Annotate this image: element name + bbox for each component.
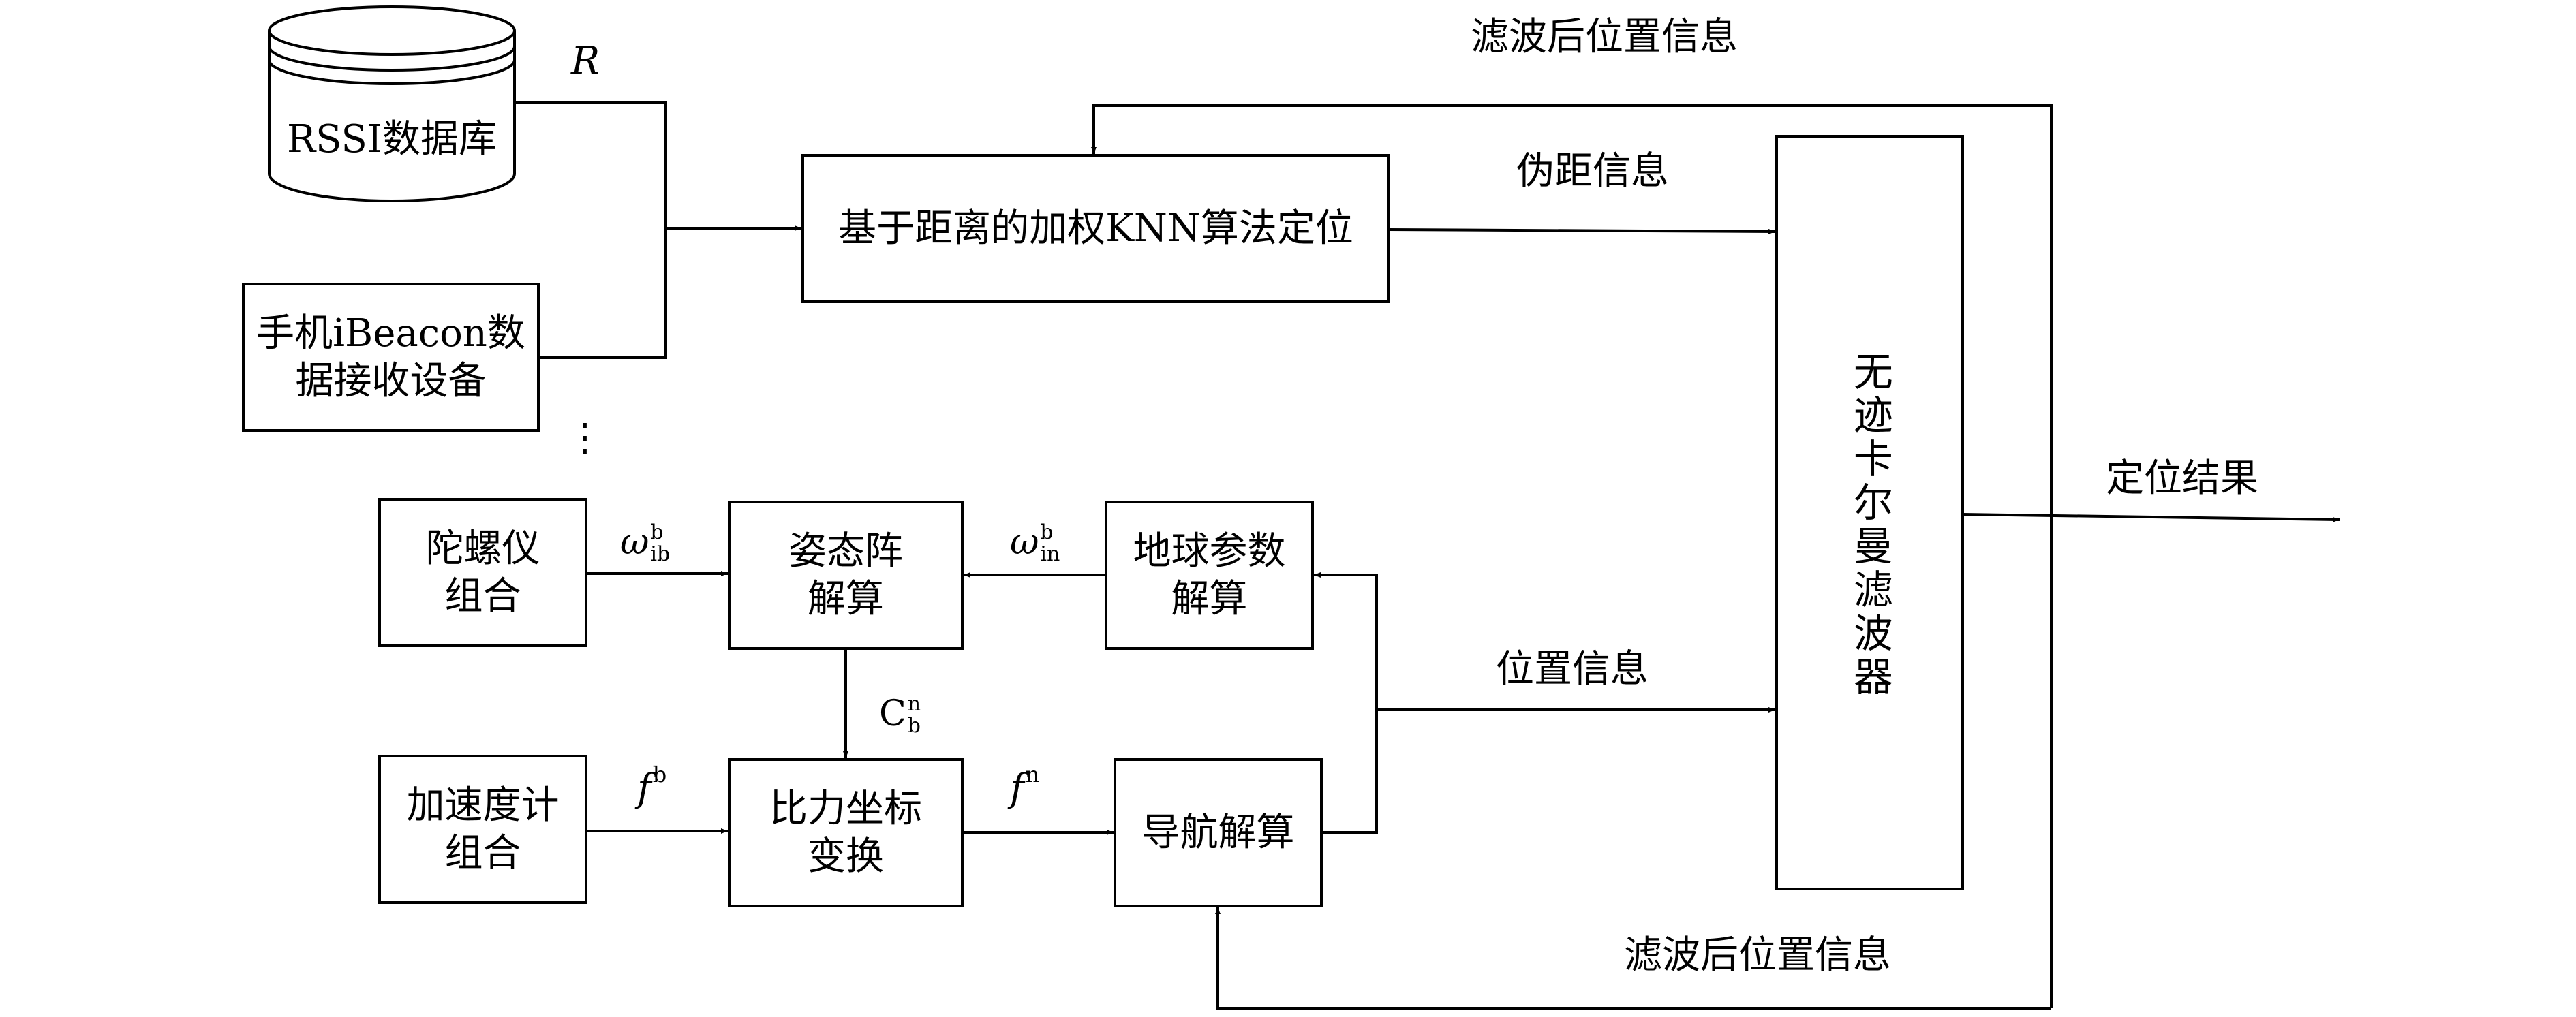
attitude-box	[728, 501, 964, 650]
accel-line2: 组合	[444, 830, 521, 875]
phone-receiver-line1: 手机iBeacon数	[256, 311, 525, 356]
omega-in-symbol: ω	[1010, 522, 1039, 563]
nav-label: 导航解算	[1115, 760, 1321, 906]
rssi-to-junction-line	[515, 101, 667, 228]
filtered-position-top-label: 滤波后位置信息	[1471, 15, 1738, 59]
gyro-line1: 陀螺仪	[425, 526, 540, 571]
f-b-sup: b	[652, 762, 667, 787]
earth-line2: 解算	[1171, 576, 1248, 621]
filtered-position-bottom-label: 滤波后位置信息	[1624, 933, 1891, 977]
c-matrix-sub: b	[907, 713, 921, 738]
rssi-database-label: RSSI数据库	[269, 95, 515, 184]
c-matrix-symbol: C	[879, 693, 906, 734]
rssi-database-cylinder	[268, 5, 516, 202]
ukf-text: 无迹卡尔曼滤波器	[1846, 351, 1893, 700]
force-box	[728, 758, 964, 907]
c-matrix-sup: n	[907, 692, 921, 716]
force-line2: 变换	[808, 834, 884, 879]
knn-to-ukf-arrow	[1388, 228, 1776, 234]
earth-line1: 地球参数	[1133, 529, 1286, 574]
rssi-database-text: RSSI数据库	[286, 117, 497, 161]
ukf-box	[1775, 135, 1964, 890]
omega-ib-sup: b	[650, 520, 664, 544]
phone-to-junction-line	[538, 228, 667, 359]
phone-receiver-label: 手机iBeacon数 据接收设备	[243, 284, 538, 431]
feedback-bottom-arrow	[1215, 907, 2051, 1010]
accel-box	[378, 755, 587, 904]
f-b-symbol: f	[637, 766, 651, 811]
accel-line1: 加速度计	[406, 783, 559, 828]
knn-label: 基于距离的加权KNN算法定位	[803, 155, 1389, 302]
force-label: 比力坐标 变换	[729, 760, 962, 906]
ellipsis-label: ⋮	[566, 416, 604, 460]
gyro-box	[378, 498, 587, 647]
f-n-symbol: f	[1010, 766, 1024, 811]
gyro-line2: 组合	[444, 574, 521, 619]
accel-label: 加速度计 组合	[380, 756, 586, 903]
omega-ib-symbol: ω	[620, 522, 649, 563]
feedback-top-arrow	[1091, 104, 2053, 154]
knn-box	[801, 154, 1390, 303]
pseudorange-label: 伪距信息	[1516, 149, 1669, 193]
phone-receiver-line2: 据接收设备	[295, 358, 487, 403]
gyro-label: 陀螺仪 组合	[380, 499, 586, 646]
r-label: R	[571, 39, 600, 83]
ukf-to-result-arrow	[1962, 513, 2340, 522]
earth-box	[1105, 501, 1314, 650]
attitude-line2: 解算	[808, 576, 884, 621]
omega-ib-sub: ib	[650, 542, 671, 566]
nav-text: 导航解算	[1141, 810, 1295, 855]
attitude-label: 姿态阵 解算	[729, 502, 962, 648]
nav-to-earth-arrow	[1314, 572, 1378, 834]
f-n-sup: n	[1025, 762, 1040, 787]
position-info-label: 位置信息	[1496, 647, 1649, 691]
knn-text: 基于距离的加权KNN算法定位	[838, 206, 1353, 251]
ukf-label: 无迹卡尔曼滤波器	[1777, 351, 1963, 700]
result-label: 定位结果	[2106, 456, 2258, 501]
earth-label: 地球参数 解算	[1106, 502, 1313, 648]
attitude-line1: 姿态阵	[788, 529, 903, 574]
f-b-label: fb	[637, 764, 666, 808]
force-line1: 比力坐标	[769, 786, 922, 831]
f-n-label: fn	[1010, 764, 1039, 808]
omega-in-sup: b	[1040, 520, 1054, 544]
omega-in-sub: in	[1040, 542, 1060, 566]
